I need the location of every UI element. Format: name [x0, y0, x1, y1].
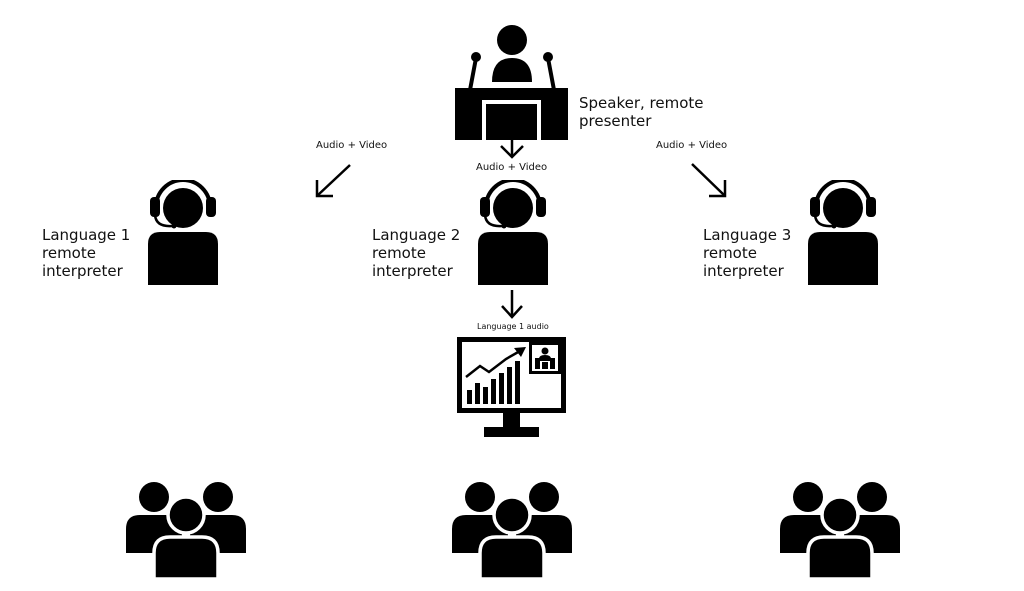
speaker-label-line1: Speaker, remote: [579, 94, 704, 112]
flow-label-left: Audio + Video: [316, 140, 388, 151]
audience-group-icon: [452, 481, 572, 579]
interpreter-label-1: Language 1 remote interpreter: [42, 226, 130, 280]
interpreter-label-line3: interpreter: [703, 262, 784, 280]
interpreter-label-line3: interpreter: [42, 262, 123, 280]
presentation-monitor-icon: [457, 337, 566, 437]
speaker-label-line2: presenter: [579, 112, 652, 130]
interpreter-label-line2: remote: [703, 244, 757, 262]
interpreter-headset-icon: [808, 180, 878, 285]
interpreter-label-line1: Language 2: [372, 226, 461, 244]
interpreter-label-line3: interpreter: [372, 262, 453, 280]
interpreter-label-line1: Language 3: [703, 226, 792, 244]
audience-group-icon: [126, 481, 246, 579]
arrow-to-language-3: [691, 163, 727, 198]
flow-label-right: Audio + Video: [656, 140, 728, 151]
speaker-label: Speaker, remote presenter: [579, 94, 704, 130]
interpreter-label-2: Language 2 remote interpreter: [372, 226, 460, 280]
interpreter-label-line2: remote: [42, 244, 96, 262]
speaker-at-podium-icon: [455, 25, 568, 140]
interpreter-label-line1: Language 1: [42, 226, 131, 244]
interpreter-headset-icon: [478, 180, 548, 285]
arrow-to-language-1: [315, 164, 351, 198]
output-flow-label: Language 1 audio: [477, 322, 549, 331]
speaker-thumbnail-icon: [529, 342, 561, 374]
flow-label-center: Audio + Video: [476, 162, 548, 173]
audience-group-icon: [780, 481, 900, 579]
bar-chart-icon: [465, 347, 526, 404]
interpreter-headset-icon: [148, 180, 218, 285]
interpreter-label-3: Language 3 remote interpreter: [703, 226, 791, 280]
interpreter-label-line2: remote: [372, 244, 426, 262]
arrow-to-monitor: [501, 290, 523, 319]
arrow-to-language-2: [500, 126, 524, 159]
